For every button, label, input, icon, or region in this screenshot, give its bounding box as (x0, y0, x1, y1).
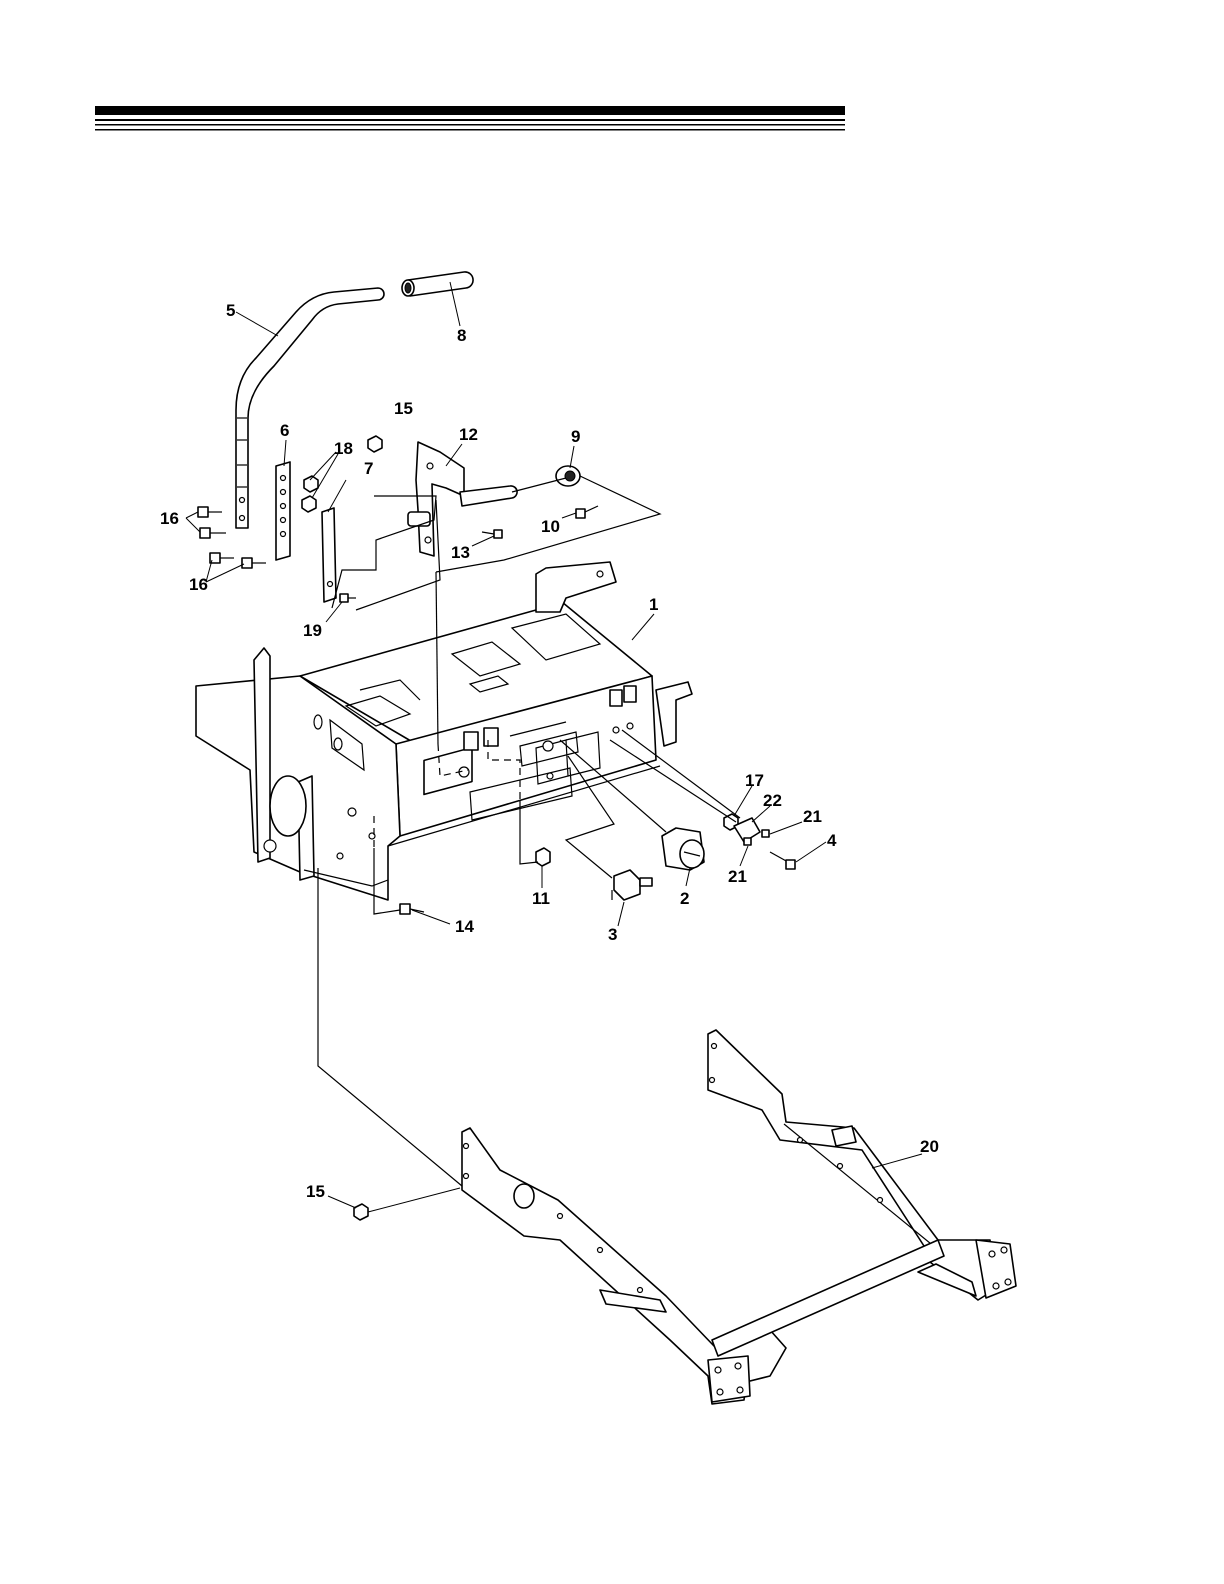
callout-13: 13 (451, 543, 470, 562)
main-frame-part (196, 562, 692, 900)
callout-15-top: 15 (394, 399, 413, 418)
nut-15-bottom-part (354, 1204, 368, 1220)
bolt-14-part (400, 904, 424, 914)
nut-18-parts (302, 476, 318, 512)
callout-3: 3 (608, 925, 617, 944)
lever-bracket-part (408, 442, 517, 556)
bolt-21-bottom-part (744, 838, 751, 845)
callout-17: 17 (745, 771, 764, 790)
callout-12: 12 (459, 425, 478, 444)
bearing-9-part (556, 466, 580, 486)
callout-14: 14 (455, 917, 474, 936)
callout-21-lower: 21 (728, 867, 747, 886)
callout-16-upper: 16 (160, 509, 179, 528)
callout-7: 7 (364, 459, 373, 478)
callout-11: 11 (532, 889, 550, 908)
switch-3-part (612, 870, 652, 900)
mounting-plate-part (276, 462, 290, 560)
callout-6: 6 (280, 421, 289, 440)
bolt-21-top-part (762, 830, 769, 837)
callout-1: 1 (649, 595, 658, 614)
bolt-4-part (770, 852, 795, 869)
callout-8: 8 (457, 326, 466, 345)
sub-frame-part (462, 1030, 1016, 1404)
nut-11-part (536, 848, 550, 866)
callout-22: 22 (763, 791, 782, 810)
callout-5: 5 (226, 301, 235, 320)
callout-9: 9 (571, 427, 580, 446)
callout-2: 2 (680, 889, 689, 908)
hand-grip-part (402, 272, 473, 296)
callout-21-upper: 21 (803, 807, 822, 826)
callout-18: 18 (334, 439, 353, 458)
callout-10: 10 (541, 517, 560, 536)
bolt-16-parts (198, 507, 266, 568)
callout-20: 20 (920, 1137, 939, 1156)
callout-4: 4 (827, 831, 837, 850)
callout-19: 19 (303, 621, 322, 640)
bolt-10-part (576, 506, 598, 518)
knob-2-part (662, 828, 704, 870)
bolt-19-part (340, 594, 356, 602)
support-bar-part (322, 508, 336, 602)
callout-16-lower: 16 (189, 575, 208, 594)
nut-15-top-part (368, 436, 382, 452)
callout-15-bottom: 15 (306, 1182, 325, 1201)
